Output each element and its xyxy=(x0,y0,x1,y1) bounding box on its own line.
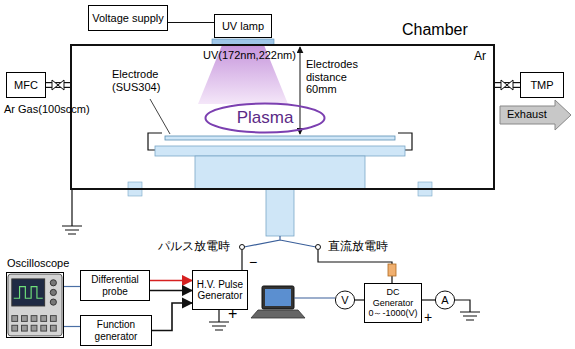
dc-wire xyxy=(318,250,392,283)
node-text: A xyxy=(441,294,448,306)
oscilloscope: Oscilloscope xyxy=(6,272,64,338)
connector-line xyxy=(64,286,80,287)
connector-line xyxy=(168,22,214,23)
scope-waveform xyxy=(14,287,43,299)
connector-line xyxy=(64,326,80,327)
electrode-stem xyxy=(266,189,294,236)
connector-line xyxy=(355,299,364,300)
plasma-ellipse: Plasma xyxy=(203,102,327,134)
node-text: 0～-1000(V) xyxy=(368,308,417,318)
mode-label: 直流放電時 xyxy=(328,240,388,254)
scope-button xyxy=(21,316,27,322)
switch-wire xyxy=(244,236,316,247)
polarity-sign: − xyxy=(249,254,257,270)
gas-flow-label: Ar Gas(100sccm) xyxy=(4,103,90,116)
electrode-base xyxy=(195,156,365,189)
mode-label: パルス放電時 xyxy=(158,240,230,254)
scope-button xyxy=(41,316,47,322)
signal-wire xyxy=(422,300,435,301)
connector-line xyxy=(152,303,192,331)
power-supply-box: Voltage supply xyxy=(88,5,168,31)
scope-knob xyxy=(50,280,56,286)
scope-button xyxy=(12,316,18,322)
valve-symbol xyxy=(52,80,64,90)
pulse-generator-box: H.V. Pulse Generator xyxy=(192,270,248,310)
ground-symbol xyxy=(455,300,480,320)
ellipse-shape xyxy=(335,291,354,309)
lamp-box: UV lamp xyxy=(214,14,272,38)
node-text: Function generator xyxy=(84,319,148,342)
oscilloscope-picture xyxy=(7,273,63,337)
switch-contact xyxy=(240,245,245,250)
upper-electrode xyxy=(165,136,395,140)
polarity-sign: + xyxy=(228,305,237,323)
ellipse-shape xyxy=(205,104,324,133)
node-text: Plasma xyxy=(237,109,294,128)
laptop-screen xyxy=(262,286,294,309)
connector-line xyxy=(150,290,192,292)
laptop-wire xyxy=(294,297,335,298)
exhaust-arrow xyxy=(500,100,571,130)
gas-label: Ar xyxy=(474,50,486,64)
scope-button xyxy=(41,325,47,331)
probe-box: Differential probe xyxy=(80,270,150,301)
scope-knob xyxy=(50,299,56,305)
signal-wire xyxy=(355,300,364,301)
dimension-label: Electrodes distance 60mm xyxy=(306,58,370,96)
heading-label: Chamber xyxy=(402,21,468,39)
signal-wire xyxy=(168,22,214,23)
node-text: DC Generator xyxy=(368,287,418,308)
node-text: V xyxy=(341,294,348,306)
ammeter-circle: A xyxy=(435,290,455,310)
scope-button xyxy=(50,316,56,322)
leader-line xyxy=(150,99,170,134)
signal-wire xyxy=(152,303,192,331)
scope-button xyxy=(31,316,37,322)
scope-body xyxy=(8,274,62,336)
switch-contact xyxy=(316,245,321,250)
scope-button xyxy=(50,325,56,331)
signal-wire xyxy=(64,286,80,287)
chamber-outline: PlasmaChamber xyxy=(70,44,495,190)
dc-generator-box: DC Generator0～-1000(V) xyxy=(364,283,422,323)
resistor-symbol xyxy=(388,264,396,276)
polarity-sign: + xyxy=(424,309,432,325)
valve-symbol xyxy=(501,80,513,90)
generator-box: Function generator xyxy=(80,315,152,346)
node-text: H.V. Pulse Generator xyxy=(196,279,244,302)
signal-wire xyxy=(150,290,192,291)
ellipse-shape xyxy=(435,291,454,309)
scope-button xyxy=(31,325,37,331)
node-text: TMP xyxy=(530,79,553,92)
voltmeter-circle: V xyxy=(335,290,355,310)
connector-line xyxy=(150,280,192,282)
scope-button xyxy=(12,325,18,331)
laptop-display xyxy=(265,289,291,306)
scope-screen xyxy=(12,279,45,306)
flow-controller-box: MFC xyxy=(6,72,46,98)
scope-knob xyxy=(50,289,56,295)
node-text: MFC xyxy=(14,79,38,92)
part-label: Electrode (SUS304) xyxy=(112,68,176,93)
signal-wire xyxy=(64,326,80,327)
ground-symbol xyxy=(62,190,82,234)
lower-electrode xyxy=(155,146,405,156)
ground-symbol xyxy=(209,310,229,330)
node-text: UV lamp xyxy=(222,20,264,33)
pulse-wire xyxy=(241,250,242,270)
pump-box: TMP xyxy=(520,72,564,98)
exhaust-label: Exhaust xyxy=(507,108,547,121)
heading-label: Oscilloscope xyxy=(7,257,69,270)
uv-wavelength-label: UV(172nm,222nm) xyxy=(203,49,296,62)
laptop-base xyxy=(251,310,305,318)
connector-line xyxy=(422,299,435,300)
scope-button xyxy=(21,325,27,331)
node-text: Differential probe xyxy=(84,274,146,297)
node-text: Voltage supply xyxy=(92,12,164,25)
distance-arrow xyxy=(300,47,301,134)
signal-wire xyxy=(150,280,192,281)
